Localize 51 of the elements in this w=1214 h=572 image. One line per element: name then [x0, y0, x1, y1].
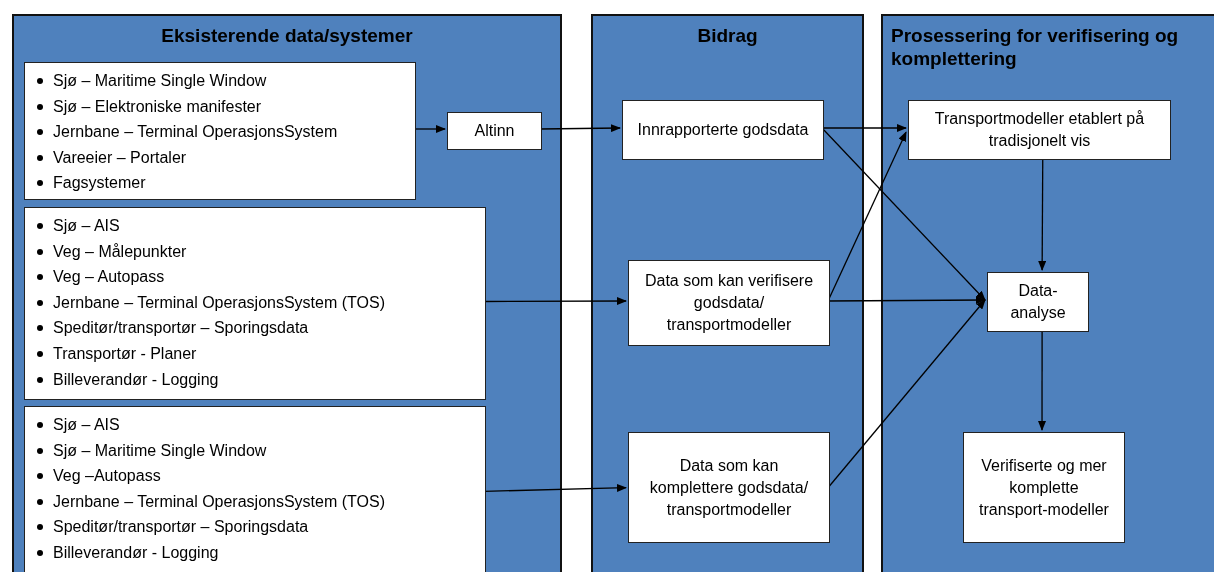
source-list-box — [24, 406, 486, 572]
box-label: Data som kan verifisere godsdata/ transportmodeller — [643, 271, 815, 335]
list-item: Billeverandør - Logging — [53, 543, 219, 561]
arrow — [483, 297, 627, 306]
column-panel — [881, 14, 1214, 572]
list-item: Veg – Autopass — [53, 268, 165, 286]
process-box — [447, 112, 542, 150]
process-box — [628, 432, 830, 543]
box-label: Data-analyse — [1009, 281, 1067, 323]
list-item: Veg – Målepunkter — [53, 242, 187, 260]
arrow — [1038, 329, 1046, 431]
list-item: Speditør/transportør – Sporingsdata — [53, 319, 309, 337]
list-item: Vareeier – Portaler — [53, 148, 187, 166]
list-item: Sjø – AIS — [53, 416, 120, 433]
column-heading: Prosessering for verifisering og komplettering — [891, 24, 1180, 70]
box-label: Data som kan komplettere godsdata/ transportmodeller — [648, 455, 810, 520]
column-panel — [12, 14, 562, 572]
process-box — [908, 100, 1171, 160]
source-list-box — [24, 207, 486, 400]
column-panel — [591, 14, 864, 572]
source-list-box — [24, 62, 416, 200]
list-item: Sjø – Maritime Single Window — [53, 441, 267, 459]
arrow — [821, 127, 986, 301]
arrow — [821, 124, 907, 132]
list-item: Jernbane – Terminal OperasjonsSystem — [53, 123, 338, 141]
column-heading: Bidrag — [696, 24, 759, 47]
box-label: Verifiserte og mer komplette transport-modeller — [978, 455, 1110, 520]
box-label: Innrapporterte godsdata — [637, 120, 809, 140]
arrow — [413, 125, 446, 133]
process-box — [628, 260, 830, 346]
list-item: Speditør/transportør – Sporingsdata — [53, 518, 309, 536]
arrow — [539, 124, 621, 133]
list-item: Veg –Autopass — [53, 467, 161, 485]
list-item: Transportør - Planer — [53, 344, 197, 362]
box-label: Transportmodeller etablert på tradisjonelt vis — [933, 109, 1146, 151]
arrow — [483, 483, 627, 492]
list-item: Jernbane – Terminal OperasjonsSystem (TOS) — [53, 293, 385, 311]
list-item: Billeverandør - Logging — [53, 370, 219, 388]
list-item: Sjø – Maritime Single Window — [53, 72, 267, 89]
column-heading: Eksisterende data/systemer — [160, 24, 414, 47]
arrow — [827, 296, 986, 305]
list-item: Fagsystemer — [53, 174, 146, 192]
list-item: Jernbane – Terminal OperasjonsSystem (TOS) — [53, 492, 385, 510]
process-box — [963, 432, 1125, 543]
arrow — [1038, 157, 1047, 271]
list-item: Sjø – Elektroniske manifester — [53, 97, 262, 115]
process-box — [987, 272, 1089, 332]
arrow — [827, 299, 986, 489]
box-label: Altinn — [474, 121, 515, 141]
process-box — [622, 100, 824, 160]
list-item: Sjø – AIS — [53, 217, 120, 234]
